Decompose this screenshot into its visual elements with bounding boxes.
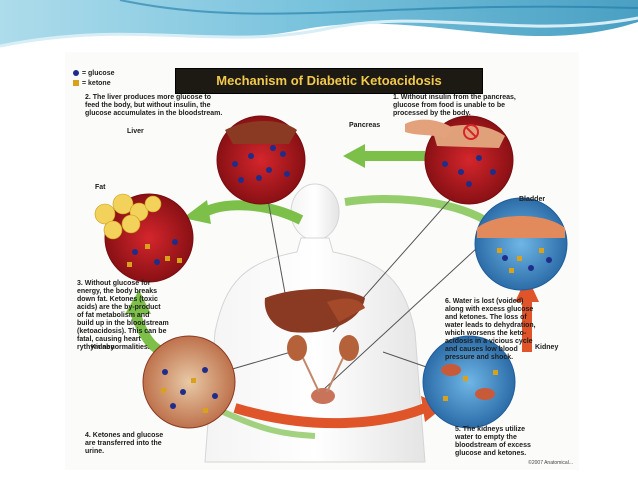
diagram-poster: = glucose = ketone Mechanism of Diabetic…: [65, 52, 579, 470]
ketone-swatch-icon: [73, 80, 79, 87]
step-6-text: 6. Water is lost (voided) along with exc…: [445, 298, 536, 361]
label-kidney-left: Kidney: [91, 344, 115, 351]
kidneys-body: [287, 335, 359, 404]
legend-glucose: = glucose: [73, 70, 114, 77]
step-1-text: 1. Without insulin from the pancreas, gl…: [393, 94, 516, 117]
label-liver: Liver: [127, 128, 144, 135]
bladder-illustration: [474, 197, 568, 291]
liver-vessel-illustration: [216, 115, 306, 205]
glucose-swatch-icon: [73, 70, 79, 77]
pancreas-organ: [405, 119, 453, 138]
step-3-text: 3. Without glucose for energy, the body …: [77, 280, 169, 351]
copyright-note: ©2007 Anatomical...: [528, 460, 573, 466]
diagram-title: Mechanism of Diabetic Ketoacidosis: [216, 73, 442, 88]
title-bar: Mechanism of Diabetic Ketoacidosis: [175, 68, 483, 94]
label-pancreas: Pancreas: [349, 122, 381, 129]
label-kidney-right: Kidney: [535, 344, 559, 351]
diagram-illustration: [94, 115, 568, 463]
cycle-arrows-green: [125, 144, 487, 361]
liver-organ-body: [264, 289, 365, 333]
fat-vessel-illustration: [94, 193, 194, 283]
step-4-text: 4. Ketones and glucose are transferred i…: [85, 432, 164, 455]
pancreas-vessel-illustration: [424, 115, 514, 205]
kidney-right-illustration: [422, 335, 516, 429]
header-swoosh-light: [0, 16, 638, 48]
legend-ketone: = ketone: [73, 80, 111, 87]
label-bladder: Bladder: [519, 196, 546, 203]
kidney-left-illustration: [142, 335, 236, 429]
label-fat: Fat: [95, 184, 106, 191]
step-2-text: 2. The liver produces more glucose to fe…: [85, 94, 223, 117]
header-swoosh-dark: [119, 0, 638, 15]
step-5-text: 5. The kidneys utilize water to empty th…: [455, 426, 531, 457]
